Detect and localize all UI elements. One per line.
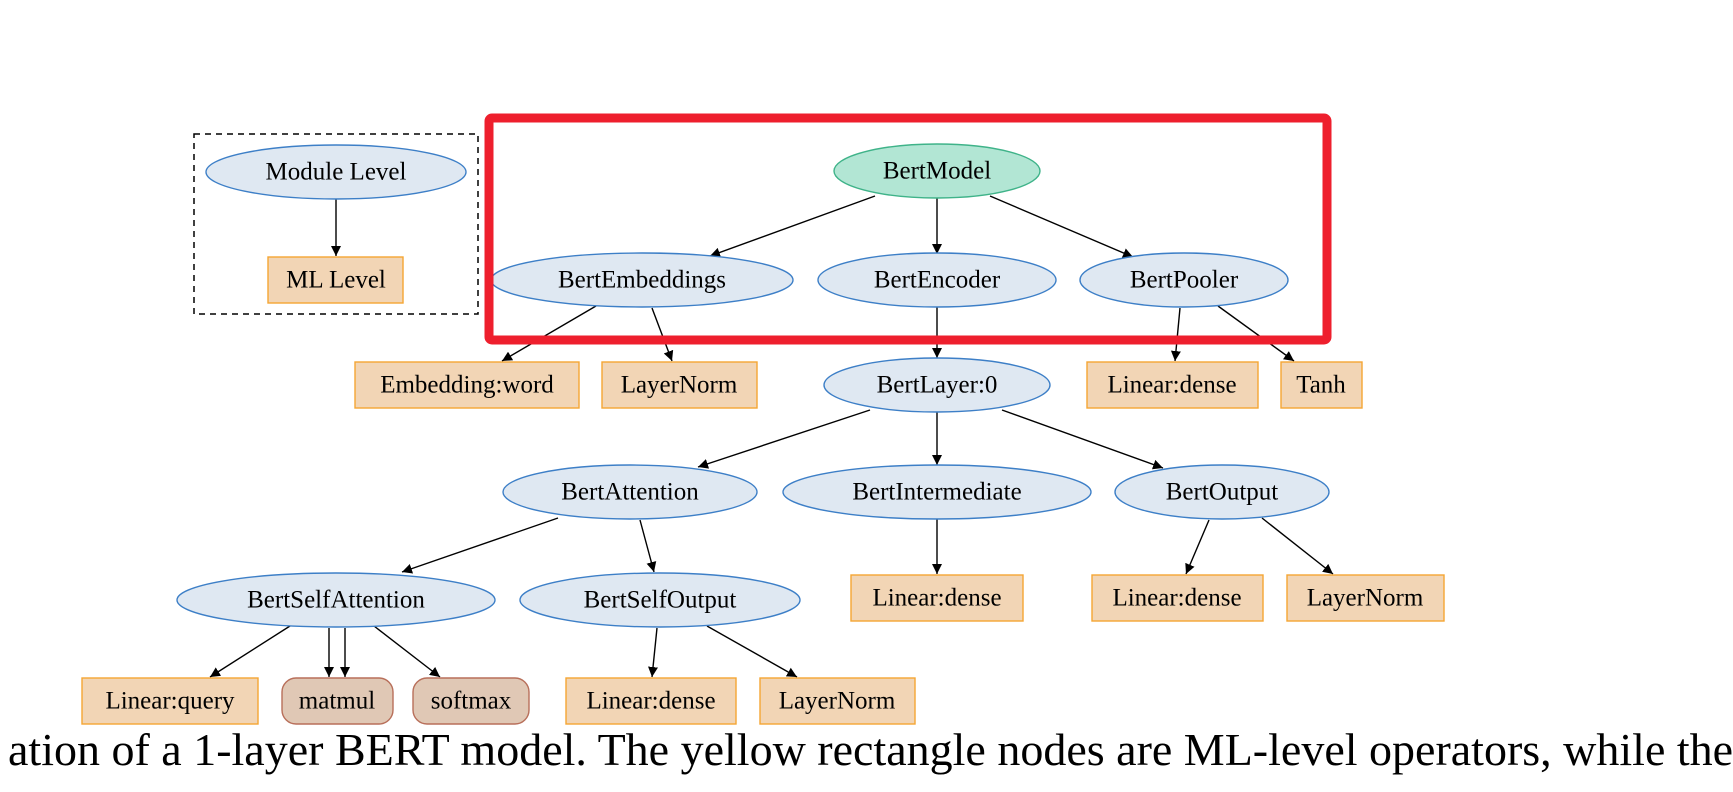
label-bertlayer-0: BertLayer:0 xyxy=(877,372,998,399)
label-softmax: softmax xyxy=(431,688,512,715)
label-ml-level: ML Level xyxy=(286,267,386,294)
label-pooler-linear-dense: Linear:dense xyxy=(1107,372,1236,399)
label-linear-query: Linear:query xyxy=(105,688,235,715)
node-intermediate-linear-dense xyxy=(850,574,1024,622)
ml-nodes xyxy=(81,256,1445,725)
label-embedding-word: Embedding:word xyxy=(380,372,554,399)
figure-caption: ation of a 1-layer BERT model. The yello… xyxy=(0,712,1733,775)
label-output-linear-dense: Linear:dense xyxy=(1112,585,1241,612)
module-nodes xyxy=(176,143,1330,628)
node-linear-query xyxy=(81,677,259,725)
figure-caption-text: ation of a 1-layer BERT model. The yello… xyxy=(8,724,1733,775)
edge-bertoutput-to-linear-dense xyxy=(1185,519,1210,575)
node-bertselfattention xyxy=(176,572,496,628)
edge-bertpooler-to-tanh xyxy=(1217,305,1295,362)
label-intermediate-linear-dense: Linear:dense xyxy=(872,585,1001,612)
label-output-layernorm: LayerNorm xyxy=(1307,585,1424,612)
node-bertencoder xyxy=(817,252,1057,308)
edge-bertmodel-to-bertpooler xyxy=(989,195,1134,258)
node-labels: Module Level ML Level BertModel BertEmbe… xyxy=(105,158,1423,715)
node-softmax xyxy=(412,677,530,725)
edge-bertpooler-to-linear-dense xyxy=(1170,307,1181,362)
label-emb-layernorm: LayerNorm xyxy=(621,372,738,399)
node-selfout-layernorm xyxy=(759,677,916,725)
node-emb-layernorm xyxy=(601,361,758,409)
node-selfout-linear-dense xyxy=(565,677,737,725)
node-matmul xyxy=(281,677,394,725)
label-bertselfoutput: BertSelfOutput xyxy=(584,587,737,614)
edge-bertembeddings-to-embedding-word xyxy=(501,305,597,362)
label-bertmodel: BertModel xyxy=(883,158,991,185)
bert-module-tree-diagram: Module Level ML Level BertModel BertEmbe… xyxy=(81,113,1445,725)
label-matmul: matmul xyxy=(299,688,375,715)
edge-bertselfoutput-to-layernorm xyxy=(706,625,798,678)
node-bertmodel xyxy=(833,143,1041,199)
node-bertlayer-0 xyxy=(823,357,1051,413)
edge-bertattention-to-bertselfoutput xyxy=(639,519,657,573)
edge-bertattention-to-bertselfattention xyxy=(401,517,559,574)
highlight-box xyxy=(484,113,1332,345)
node-output-linear-dense xyxy=(1091,574,1264,622)
node-bertoutput xyxy=(1114,464,1330,520)
node-bertselfoutput xyxy=(519,572,801,628)
node-bertintermediate xyxy=(782,464,1092,520)
edge-bertlayer-to-bertattention xyxy=(697,409,871,469)
label-bertselfattention: BertSelfAttention xyxy=(247,587,425,614)
edge-bertselfoutput-to-linear-dense xyxy=(648,627,658,678)
node-bertattention xyxy=(502,464,758,520)
node-bertpooler xyxy=(1079,252,1289,308)
edge-bertembeddings-to-layernorm xyxy=(651,307,674,362)
legend-box xyxy=(193,133,479,315)
edges xyxy=(209,195,1334,678)
edge-bertselfattention-to-linear-query xyxy=(209,625,291,678)
label-tanh: Tanh xyxy=(1296,372,1346,399)
node-output-layernorm xyxy=(1286,574,1445,622)
label-selfout-linear-dense: Linear:dense xyxy=(586,688,715,715)
label-bertintermediate: BertIntermediate xyxy=(852,479,1021,506)
label-module-level: Module Level xyxy=(266,159,407,186)
edge-bertoutput-to-layernorm xyxy=(1261,517,1334,575)
label-selfout-layernorm: LayerNorm xyxy=(779,688,896,715)
label-bertencoder: BertEncoder xyxy=(874,267,1001,294)
label-bertpooler: BertPooler xyxy=(1130,267,1239,294)
edge-bertlayer-to-bertoutput xyxy=(1001,409,1164,470)
label-bertembeddings: BertEmbeddings xyxy=(558,267,726,294)
edge-bertselfattention-to-softmax xyxy=(373,625,441,678)
node-pooler-linear-dense xyxy=(1086,361,1259,409)
node-ml-level xyxy=(267,256,404,304)
node-tanh xyxy=(1280,361,1363,409)
node-embedding-word xyxy=(354,361,580,409)
edge-bertmodel-to-bertembeddings xyxy=(709,195,876,258)
label-bertattention: BertAttention xyxy=(561,479,699,506)
label-bertoutput: BertOutput xyxy=(1166,479,1279,506)
node-module-level xyxy=(205,144,467,200)
